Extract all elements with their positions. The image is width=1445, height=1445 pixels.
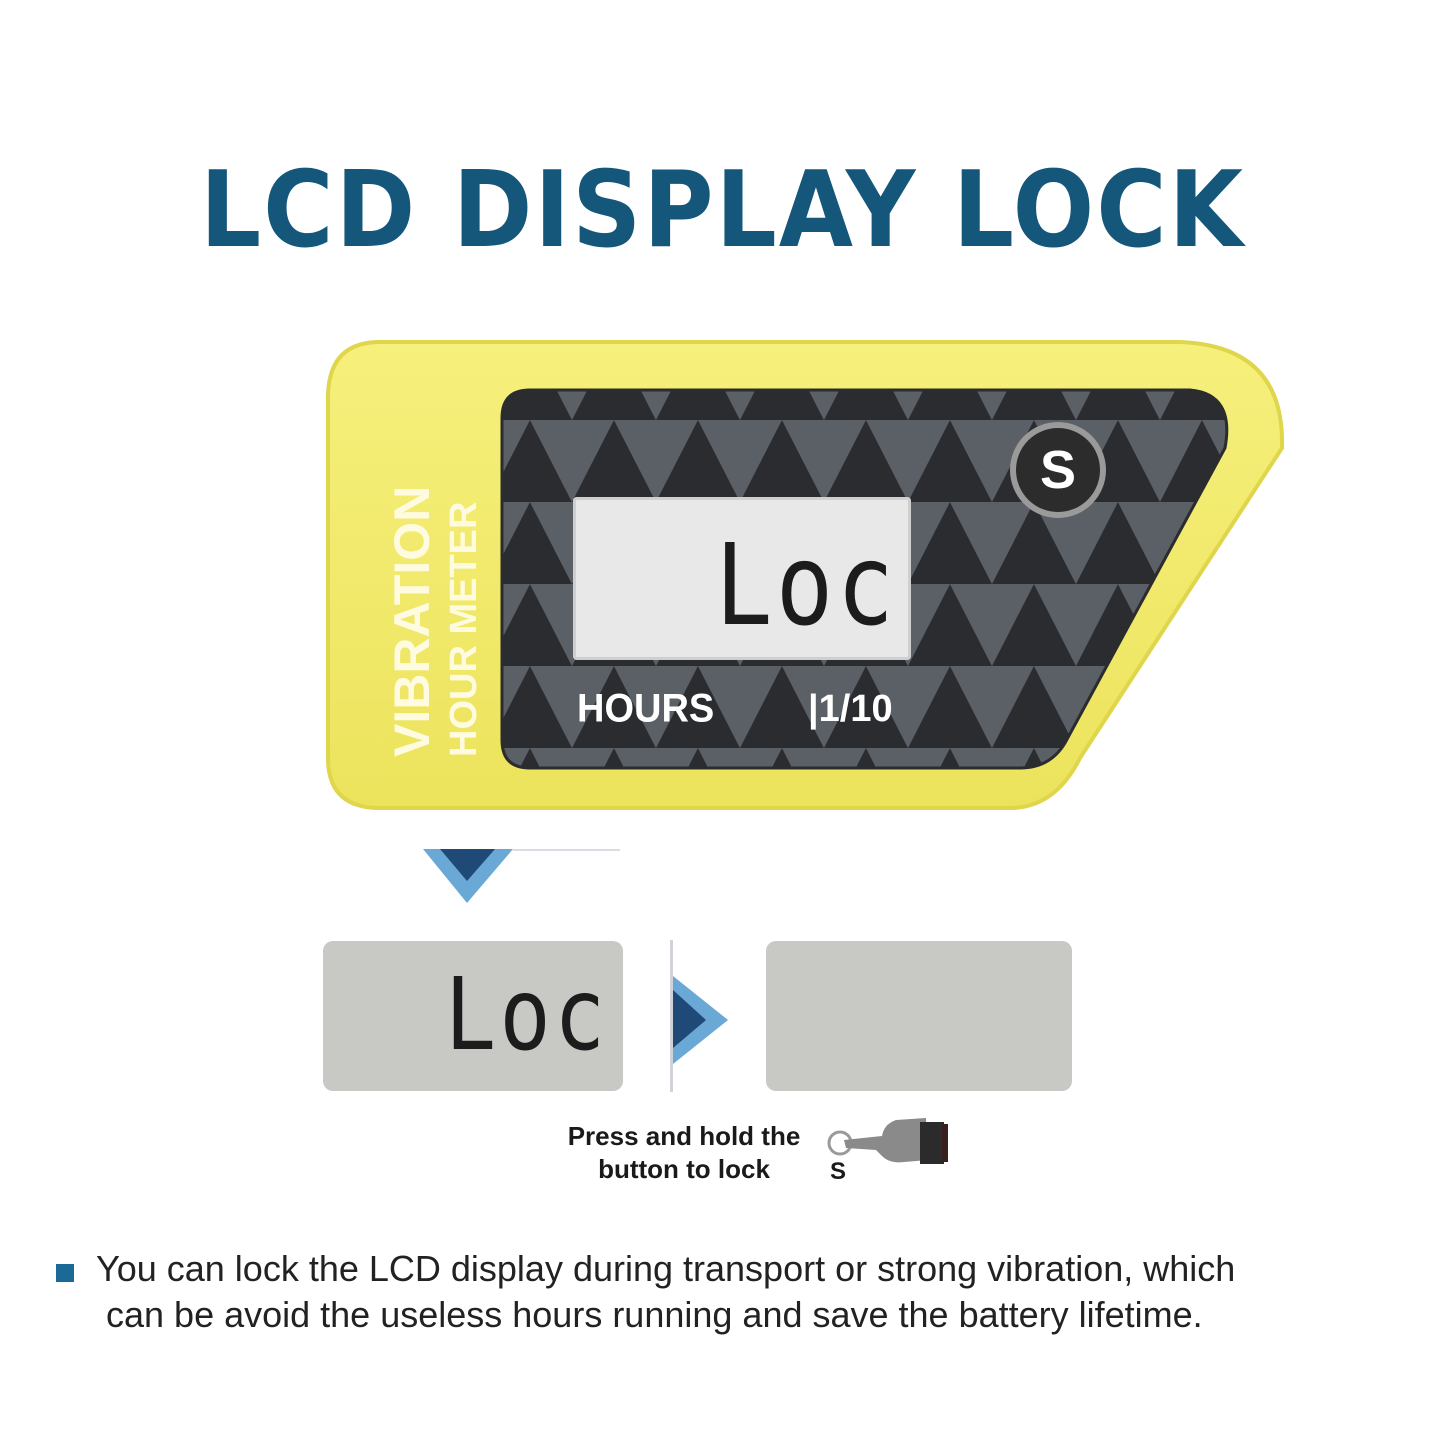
lcd-before-readout: Loc xyxy=(445,956,609,1073)
down-arrow-icon xyxy=(423,849,620,903)
lcd-after-lock xyxy=(766,941,1072,1091)
side-label-vibration: VIBRATION xyxy=(384,485,440,757)
s-button[interactable]: S xyxy=(1010,422,1106,518)
finger-press-icon xyxy=(827,1118,948,1164)
side-label-hour-meter: HOUR METER xyxy=(443,501,485,757)
s-button-label: S xyxy=(1039,440,1077,500)
hours-label: HOURS xyxy=(577,686,715,732)
instruction-line1: Press and hold the xyxy=(567,1121,801,1151)
s-button-caption: S xyxy=(830,1158,847,1185)
scale-label: |1/10 xyxy=(808,688,893,730)
description-line2: can be avoid the useless hours running a… xyxy=(106,1294,1203,1335)
description-line1: You can lock the LCD display during tran… xyxy=(96,1248,1236,1289)
right-arrow-icon xyxy=(670,940,728,1092)
lcd-readout: Loc xyxy=(714,521,897,651)
lcd-before-lock: Loc xyxy=(323,941,623,1091)
press-hold-instruction: Press and hold the button to lock xyxy=(548,1120,820,1186)
description-text: You can lock the LCD display during tran… xyxy=(96,1246,1416,1338)
page-title: LCD DISPLAY LOCK xyxy=(199,148,1246,272)
main-lcd-screen: Loc xyxy=(573,497,911,660)
instruction-line2: button to lock xyxy=(598,1154,770,1184)
bullet-icon xyxy=(56,1264,74,1282)
